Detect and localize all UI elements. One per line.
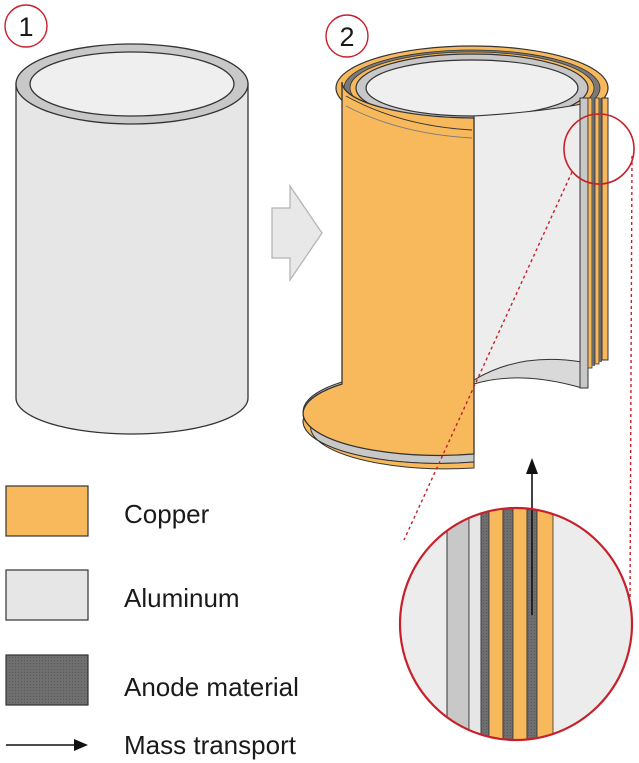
step1-cylinder [15,43,249,435]
legend: Copper Aluminum Anode material Mass tran… [5,485,299,760]
legend-label-transport: Mass transport [124,730,297,760]
legend-swatch-aluminum [5,569,89,621]
legend-label-anode: Anode material [124,672,299,702]
legend-swatch-copper [5,485,89,537]
step1-badge: 1 [4,4,48,48]
magnifier-circle [398,506,634,742]
legend-arrow-head [74,739,88,751]
magnified-layers [400,508,632,740]
legend-swatch-anode [5,654,89,706]
mass-transport-arrowhead-zoom [526,458,538,474]
legend-label-aluminum: Aluminum [124,583,240,613]
step2-cylinder [302,45,609,470]
step2-badge: 2 [325,14,369,58]
process-arrow [271,183,323,283]
svg-text:1: 1 [18,12,33,42]
svg-text:2: 2 [339,22,354,52]
legend-label-copper: Copper [124,499,210,529]
zoom-line-left [403,171,573,541]
zoom-line-right [629,155,633,601]
highlight-circle [563,113,635,185]
